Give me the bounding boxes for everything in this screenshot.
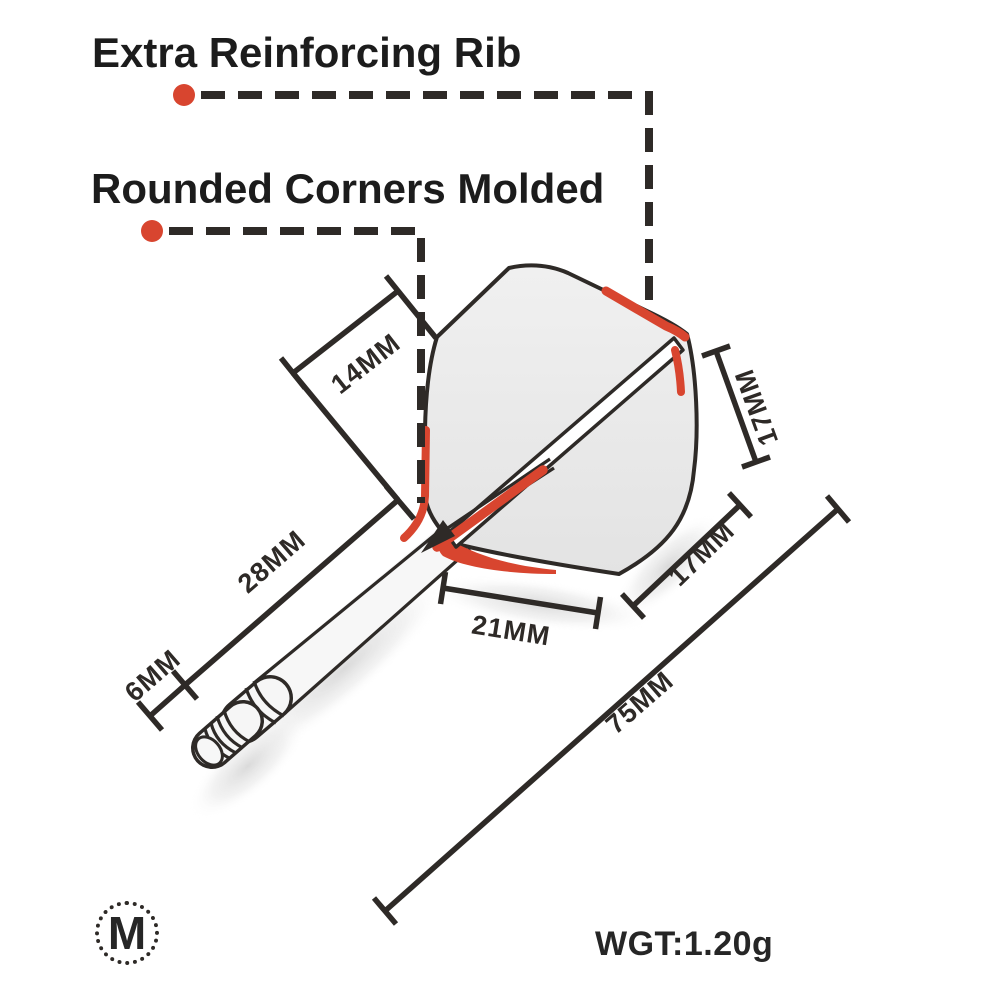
- dimension-21mm-line: [437, 571, 604, 630]
- callout-extra-rib-dot: [173, 84, 195, 106]
- dimension-6mm-line: [148, 682, 187, 719]
- dimension-17mm-rear-line: [701, 343, 771, 470]
- brand-logo-letter: M: [107, 907, 147, 959]
- dart-shaft: [191, 520, 472, 769]
- reinforcing-rib: [421, 457, 555, 553]
- dimension-14mm-line: [291, 288, 400, 376]
- molded-tip-arrow: [421, 520, 455, 553]
- dimension-75mm-line: [371, 494, 852, 926]
- thread-end-cap: [194, 735, 224, 767]
- callout-label-extra-reinforcing-rib: Extra Reinforcing Rib: [92, 29, 522, 76]
- thread-tip: [191, 700, 264, 769]
- flight-edge-red-top: [601, 286, 690, 342]
- dimension-17mm-bottom-line: [619, 491, 754, 620]
- weight-label: WGT:1.20g: [595, 925, 774, 963]
- callout-rounded-corners-dot: [141, 220, 163, 242]
- callout-rounded-corners-leader: [141, 220, 425, 503]
- flight-corner-fillet-red: [438, 537, 556, 574]
- dimension-28mm-line: [183, 497, 400, 688]
- callout-extra-rib-leader: [173, 84, 653, 307]
- dimension-lines-shaft-side: [135, 274, 439, 732]
- callout-label-rounded-corners-molded: Rounded Corners Molded: [91, 165, 605, 212]
- rib-red-highlight: [432, 465, 548, 552]
- flight-edge-red-right: [671, 346, 685, 396]
- brand-logo-circle: M: [95, 901, 159, 965]
- flight-edge-red-left: [400, 426, 430, 542]
